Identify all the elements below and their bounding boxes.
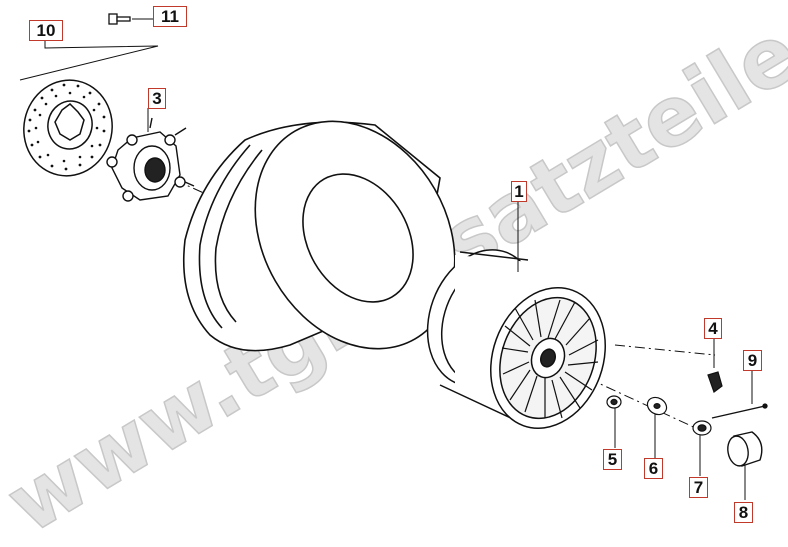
disc-bolt bbox=[108, 13, 131, 25]
callout-5: 5 bbox=[603, 449, 622, 470]
tire bbox=[182, 120, 456, 352]
callout-10: 10 bbox=[29, 20, 63, 41]
callout-11: 11 bbox=[153, 6, 187, 27]
rim bbox=[426, 249, 606, 429]
brake-disc bbox=[23, 79, 113, 177]
leader-lines bbox=[19, 18, 753, 500]
spacer-5 bbox=[606, 395, 622, 409]
callout-4: 4 bbox=[704, 318, 722, 339]
callout-6: 6 bbox=[644, 458, 663, 479]
callout-1: 1 bbox=[511, 181, 527, 202]
hub-cap-8 bbox=[727, 431, 763, 467]
washer-6 bbox=[646, 396, 668, 416]
cotter-pin-9 bbox=[711, 403, 768, 419]
callout-7: 7 bbox=[689, 477, 708, 498]
valve bbox=[707, 371, 723, 393]
wheel-hub bbox=[106, 117, 195, 202]
callout-3: 3 bbox=[148, 88, 166, 109]
callout-9: 9 bbox=[743, 350, 762, 371]
callout-8: 8 bbox=[734, 502, 753, 523]
nut-7 bbox=[692, 420, 712, 436]
